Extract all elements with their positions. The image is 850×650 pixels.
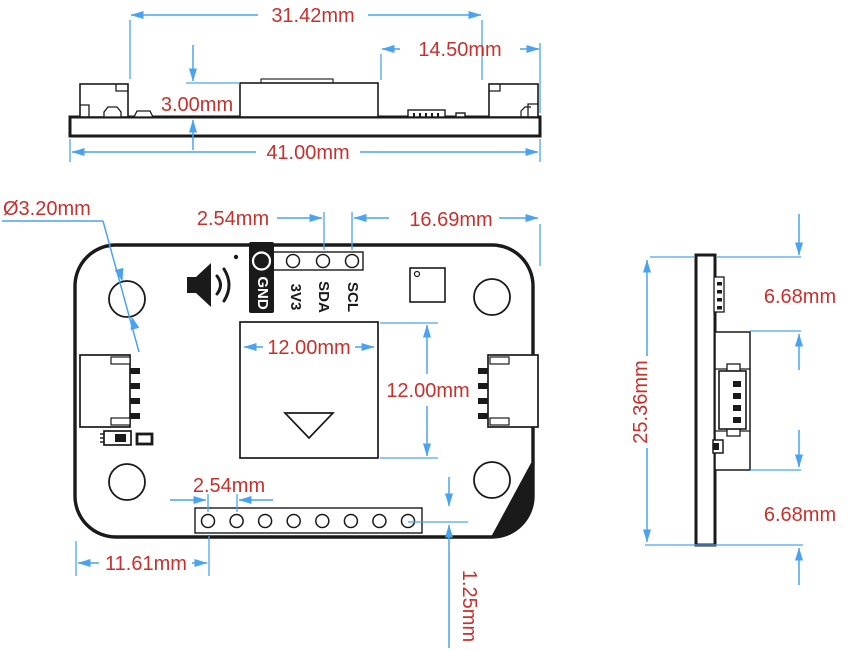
dim-sensor-width: 12.00mm: [243, 337, 375, 359]
bottom-pin-header: [194, 507, 423, 534]
corner-wedge: [491, 463, 533, 538]
dim-25-36: 25.36mm: [630, 259, 652, 543]
front-right-connector: [478, 354, 539, 428]
pin-label-sda: SDA: [315, 281, 332, 313]
ic-chip: [409, 267, 446, 303]
dim-label-sensor-width: 12.00mm: [267, 337, 350, 359]
pcb-side-profile: [68, 115, 542, 138]
profile-right-connector: [488, 83, 539, 118]
front-left-connector: [79, 354, 140, 428]
pin-hole-scl: [344, 253, 360, 269]
mounting-hole-bottom-right: [473, 461, 511, 499]
dim-label-6-68-top: 6.68mm: [764, 286, 836, 308]
pcb-side-bar: [694, 253, 717, 547]
sensor-triangle-mark: [283, 412, 335, 440]
front-view: GND 3V3 SDA SCL: [2, 198, 541, 648]
pin-label-3v3: 3V3: [287, 284, 304, 311]
dim-label-pitch-top: 2.54mm: [197, 208, 269, 230]
pin-hole-sda: [315, 253, 331, 269]
mounting-hole-bottom-left: [108, 463, 146, 501]
silkscreen-dot: [233, 254, 239, 260]
side-top-header: [713, 276, 725, 313]
led-component: [100, 430, 132, 446]
dim-label-31-42: 31.42mm: [271, 5, 354, 27]
dim-label-sensor-height: 12.00mm: [386, 380, 469, 402]
top-pin-header: GND 3V3 SDA SCL: [249, 242, 364, 313]
dim-16-69: 16.69mm: [409, 209, 541, 266]
speaker-icon: [187, 263, 231, 307]
dim-14-50: 14.50mm: [380, 39, 541, 113]
dim-label-hole-diameter: Ø3.20mm: [3, 198, 91, 220]
dim-hole-diameter: Ø3.20mm: [2, 198, 140, 353]
dim-sensor-height: 12.00mm: [380, 322, 470, 459]
dim-label-16-69: 16.69mm: [409, 209, 492, 231]
profile-nub: [455, 112, 466, 118]
profile-left-connector: [79, 83, 129, 118]
dim-label-1-25: 1.25mm: [458, 570, 480, 642]
dim-3-00: 3.00mm: [161, 45, 240, 150]
dim-6-68-bottom: 6.68mm: [764, 430, 836, 585]
dim-label-pitch-bottom: 2.54mm: [193, 475, 265, 497]
gnd-label-block: [249, 242, 274, 313]
dim-41-00: 41.00mm: [69, 139, 541, 164]
dim-label-14-50: 14.50mm: [418, 39, 501, 61]
pin-hole-3v3: [285, 253, 301, 269]
profile-sensor-block: [239, 78, 379, 118]
mounting-hole-top-right: [473, 278, 511, 316]
top-profile-view: 31.42mm 14.50mm 3.00mm 41.00mm: [68, 5, 542, 164]
pin-hole-gnd: [251, 251, 272, 271]
profile-pin-header: [407, 109, 446, 118]
dim-label-11-61: 11.61mm: [105, 553, 187, 575]
dim-31-42: 31.42mm: [129, 5, 483, 80]
dim-pitch-bottom: 2.54mm: [170, 475, 273, 512]
mounting-hole-top-left: [108, 280, 146, 318]
pin-label-gnd: GND: [254, 276, 271, 310]
resistor-component: [135, 432, 154, 446]
dim-11-61: 11.61mm: [75, 536, 210, 576]
sensor-area: [239, 321, 379, 459]
dim-6-68-top: 6.68mm: [764, 214, 836, 370]
dim-label-6-68-bottom: 6.68mm: [764, 504, 836, 526]
pin-label-scl: SCL: [344, 282, 361, 312]
side-connector: [712, 331, 751, 471]
dim-label-25-36: 25.36mm: [630, 360, 652, 443]
dim-1-25: 1.25mm: [408, 477, 480, 648]
side-view: 25.36mm 6.68mm 6.68mm: [630, 214, 836, 585]
profile-small-bump: [132, 110, 155, 118]
dim-label-41-00: 41.00mm: [266, 142, 349, 164]
dim-label-3-00: 3.00mm: [161, 94, 233, 116]
dim-pitch-top: 2.54mm: [197, 208, 389, 250]
